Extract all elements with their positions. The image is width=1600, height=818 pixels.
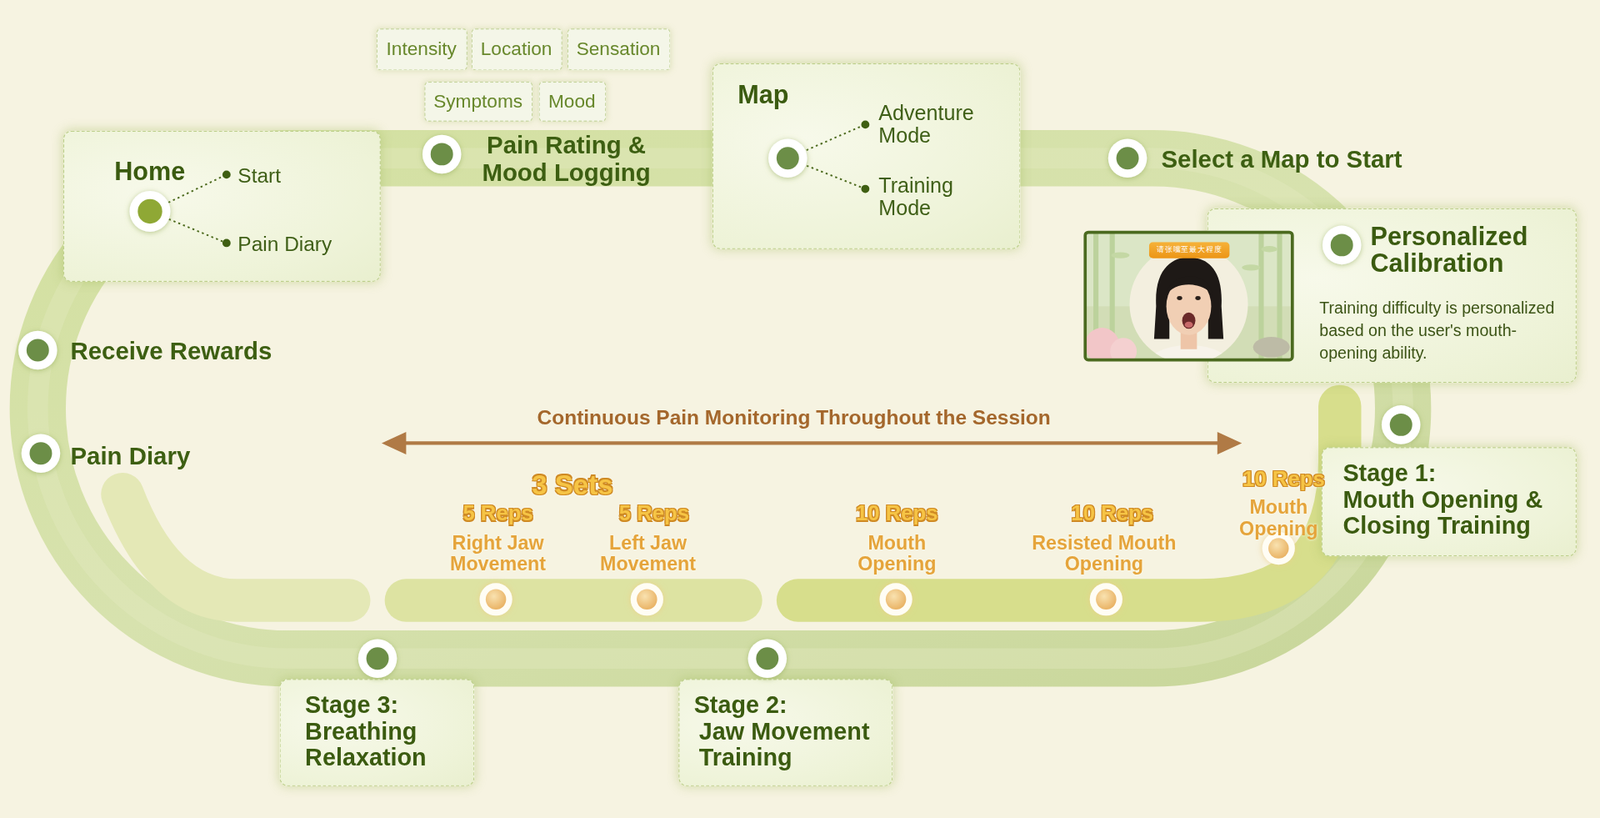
box-heading: Home xyxy=(114,155,185,186)
tag-box: Location xyxy=(471,28,563,70)
station-marker xyxy=(1381,405,1421,445)
box-heading: Map xyxy=(737,78,789,110)
reps-count: 5 Reps xyxy=(603,500,705,525)
calibration-photo xyxy=(1110,232,1115,360)
station-marker xyxy=(26,339,50,362)
exercise-name: Left Jaw Movement xyxy=(581,531,715,575)
tag-text: Symptoms xyxy=(425,82,531,120)
prompt-pill: 请张嘴至最大程度 xyxy=(1149,241,1230,259)
sets-count: 3 Sets xyxy=(510,469,634,500)
station-label: Pain Rating & Mood Logging xyxy=(464,130,669,186)
tag-box: Intensity xyxy=(376,28,468,70)
exercise-marker xyxy=(630,582,664,615)
body-text: Training difficulty is personalized base… xyxy=(1319,296,1556,365)
exercise-track xyxy=(405,578,741,621)
box-heading: Personalized Calibration xyxy=(1370,222,1572,276)
tag-box: Mood xyxy=(539,81,607,122)
stage-title: Breathing Relaxation xyxy=(305,717,474,771)
tag-box: Sensation xyxy=(567,28,671,70)
station-label: Receive Rewards xyxy=(70,336,272,365)
exercise-name: Mouth Opening xyxy=(1227,495,1330,539)
calibration-photo xyxy=(1182,312,1196,330)
station-marker xyxy=(21,433,61,473)
reps-count: 10 Reps xyxy=(1060,500,1163,525)
exercise-marker xyxy=(636,589,657,610)
exercise-marker xyxy=(480,531,1295,615)
exercise-marker xyxy=(1090,582,1123,615)
exercise-name: Mouth Opening xyxy=(840,531,954,575)
stage-box: Stage 1:Mouth Opening & Closing Training xyxy=(1321,446,1577,556)
calibration-photo xyxy=(1110,337,1137,360)
exercise-name: Resisted Mouth Opening xyxy=(1019,531,1189,575)
home-box: Home StartPain Diary xyxy=(63,130,381,282)
station-marker xyxy=(18,330,58,370)
reps-count: 10 Reps xyxy=(1232,466,1335,491)
map-box: MapAdventure ModeTraining Mode xyxy=(712,63,1021,250)
station-marker xyxy=(1108,139,1148,179)
stage-title: Mouth Opening & Closing Training xyxy=(1342,485,1575,540)
branch-item: Start xyxy=(237,163,281,188)
monitor-label: Continuous Pain Monitoring Throughout th… xyxy=(436,405,1151,430)
monitoring-arrow xyxy=(381,431,1242,455)
tag-text: Intensity xyxy=(377,30,465,70)
exercise-track xyxy=(798,405,1340,600)
station-marker xyxy=(422,135,462,175)
monitoring-arrow xyxy=(381,431,406,455)
prompt-text: 请张嘴至最大程度 xyxy=(1149,241,1230,259)
exercise-name: Right Jaw Movement xyxy=(431,531,565,575)
exercise-track xyxy=(122,494,350,600)
stage-box: Stage 2:Jaw Movement Training xyxy=(678,678,893,786)
station-marker xyxy=(358,639,398,679)
stage-number: Stage 2: xyxy=(694,690,788,718)
station-marker xyxy=(366,646,390,670)
branch-item: Adventure Mode xyxy=(878,101,999,147)
stage-box: Stage 3:Breathing Relaxation xyxy=(280,678,475,786)
station-marker xyxy=(30,441,53,465)
tag-box: Symptoms xyxy=(424,81,533,122)
monitoring-arrow xyxy=(1217,431,1242,455)
station-marker xyxy=(748,639,788,679)
tag-text: Location xyxy=(472,30,560,70)
calibration-photo xyxy=(1085,327,1120,360)
station-marker xyxy=(755,646,779,670)
station-label: Pain Diary xyxy=(70,441,190,470)
exercise-track xyxy=(122,405,1340,600)
calibration-photo xyxy=(1093,232,1099,360)
calibration-box: Personalized CalibrationTraining difficu… xyxy=(1207,208,1577,383)
calibration-photo xyxy=(1166,277,1212,335)
station-marker xyxy=(430,142,454,165)
exercise-marker xyxy=(485,589,506,610)
monitoring-arrow xyxy=(400,440,1224,445)
exercise-marker xyxy=(885,589,906,610)
station-label: Select a Map to Start xyxy=(1160,145,1402,173)
branch-item: Training Mode xyxy=(878,174,999,220)
calibration-photo xyxy=(1176,295,1182,300)
exercise-marker xyxy=(480,582,513,615)
calibration-photo xyxy=(1195,295,1200,300)
reps-count: 10 Reps xyxy=(845,500,948,525)
branch-item: Pain Diary xyxy=(237,231,332,256)
stage-number: Stage 3: xyxy=(305,690,399,718)
calibration-photo xyxy=(1110,251,1130,258)
exercise-marker xyxy=(1268,537,1289,558)
exercise-marker xyxy=(880,582,913,615)
tag-text: Mood xyxy=(540,82,605,120)
reps-count: 5 Reps xyxy=(446,500,549,525)
stage-title: Jaw Movement Training xyxy=(699,717,891,771)
calibration-photo xyxy=(1180,326,1198,350)
exercise-marker xyxy=(1095,589,1116,610)
stage-number: Stage 1: xyxy=(1342,459,1436,486)
calibration-photo xyxy=(1165,275,1214,296)
calibration-photo xyxy=(1185,321,1194,328)
tag-text: Sensation xyxy=(568,30,669,70)
station-marker xyxy=(1390,413,1413,436)
station-marker xyxy=(1116,146,1140,170)
